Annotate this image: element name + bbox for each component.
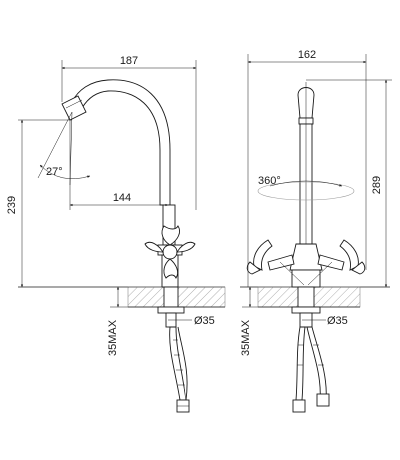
- max-label-left: 35MAX: [107, 319, 119, 356]
- side-view: 187 144 239 27° Ø35 35MAX: [6, 55, 226, 413]
- angle-label-27: 27°: [46, 166, 63, 178]
- hoses-side: [169, 326, 190, 413]
- dim-label-289: 289: [371, 176, 383, 194]
- spray-angle-line-b: [69, 111, 73, 186]
- max-label-right: 35MAX: [240, 319, 252, 356]
- dim-label-187: 187: [120, 55, 138, 67]
- rotation-ellipse: [257, 181, 355, 201]
- rotation-arrow: [269, 180, 343, 187]
- diameter-label-left: Ø35: [194, 315, 215, 327]
- spray-angle-arc: [39, 164, 91, 179]
- diameter-label-right: Ø35: [327, 315, 348, 327]
- nut-front: [291, 306, 321, 314]
- dim-label-144: 144: [113, 192, 131, 204]
- shank-side: [163, 286, 179, 308]
- cross-handle-side: [144, 225, 196, 279]
- front-view: 360°: [240, 49, 392, 413]
- dim-label-162: 162: [298, 49, 316, 61]
- shank-front: [297, 286, 315, 308]
- nut-side: [157, 306, 185, 314]
- body-front: [246, 239, 366, 288]
- spout-side: [61, 79, 171, 206]
- hoses-front: [292, 326, 330, 413]
- dim-label-239: 239: [6, 196, 18, 214]
- rotation-label: 360°: [258, 175, 281, 187]
